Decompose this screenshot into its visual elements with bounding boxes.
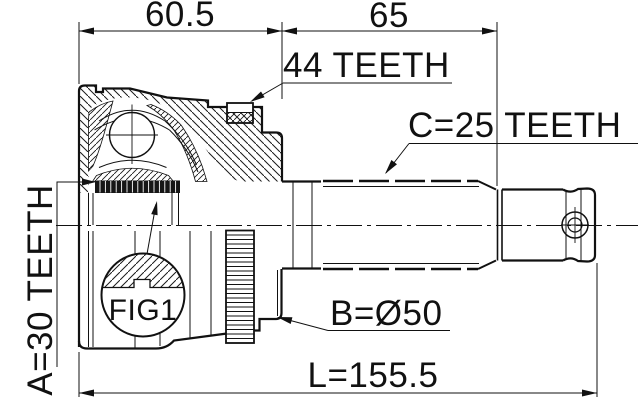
shaft-spline: [323, 179, 497, 271]
label-a-30-teeth-text: A=30 TEETH: [21, 184, 60, 396]
fig1-label: FIG1: [109, 294, 178, 327]
ball-bearing: [106, 104, 158, 164]
dimension-arrowheads: [79, 27, 597, 397]
fig1-leader: [146, 201, 158, 255]
label-44-teeth-text: 44 TEETH: [283, 46, 450, 85]
dimension-65: 65: [369, 0, 409, 35]
fig1-detail-circle: FIG1: [100, 252, 186, 338]
label-44-teeth: 44 TEETH: [250, 46, 452, 102]
shaft-end-hole: [561, 207, 589, 243]
dimension-60-5: 60.5: [145, 0, 215, 34]
spline-tooth-profile: [101, 278, 185, 289]
bore-step-lines: [88, 193, 179, 225]
abs-ring-section: [226, 102, 254, 124]
shaft-boot-land: [282, 180, 321, 270]
abs-ring-side-view: [225, 229, 255, 344]
inner-race-spline-band: [95, 180, 180, 193]
bell-outline-top: [77, 84, 284, 347]
label-b-diameter-text: B=Ø50: [330, 294, 442, 333]
label-a-30-teeth: A=30 TEETH: [21, 178, 96, 396]
label-c-25-teeth: C=25 TEETH: [385, 106, 638, 174]
dim-65-text: 65: [369, 0, 409, 35]
bell-outline-bottom: [77, 332, 228, 350]
dim-length-text: L=155.5: [308, 356, 439, 395]
dim-60-5-text: 60.5: [145, 0, 215, 34]
ball-crosshair: [106, 104, 158, 164]
label-b-diameter: B=Ø50: [277, 294, 450, 333]
label-c-25-teeth-text: C=25 TEETH: [408, 106, 621, 145]
inner-race-section: [88, 100, 208, 182]
dimension-length: L=155.5: [308, 356, 439, 395]
